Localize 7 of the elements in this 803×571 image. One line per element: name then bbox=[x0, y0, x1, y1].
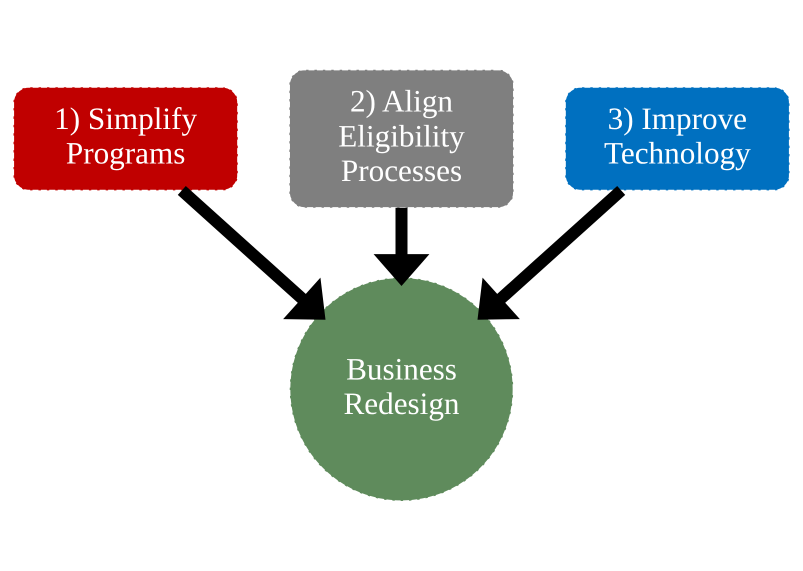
node-box: 2) Align Eligibility Processes bbox=[288, 69, 514, 208]
node-circle: Business Redesign bbox=[289, 276, 514, 502]
arrow bbox=[374, 208, 430, 286]
arrow bbox=[478, 186, 626, 320]
node-box: 3) Improve Technology bbox=[564, 86, 790, 191]
arrow bbox=[178, 186, 326, 320]
node-box: 1) Simplify Programs bbox=[12, 86, 238, 191]
